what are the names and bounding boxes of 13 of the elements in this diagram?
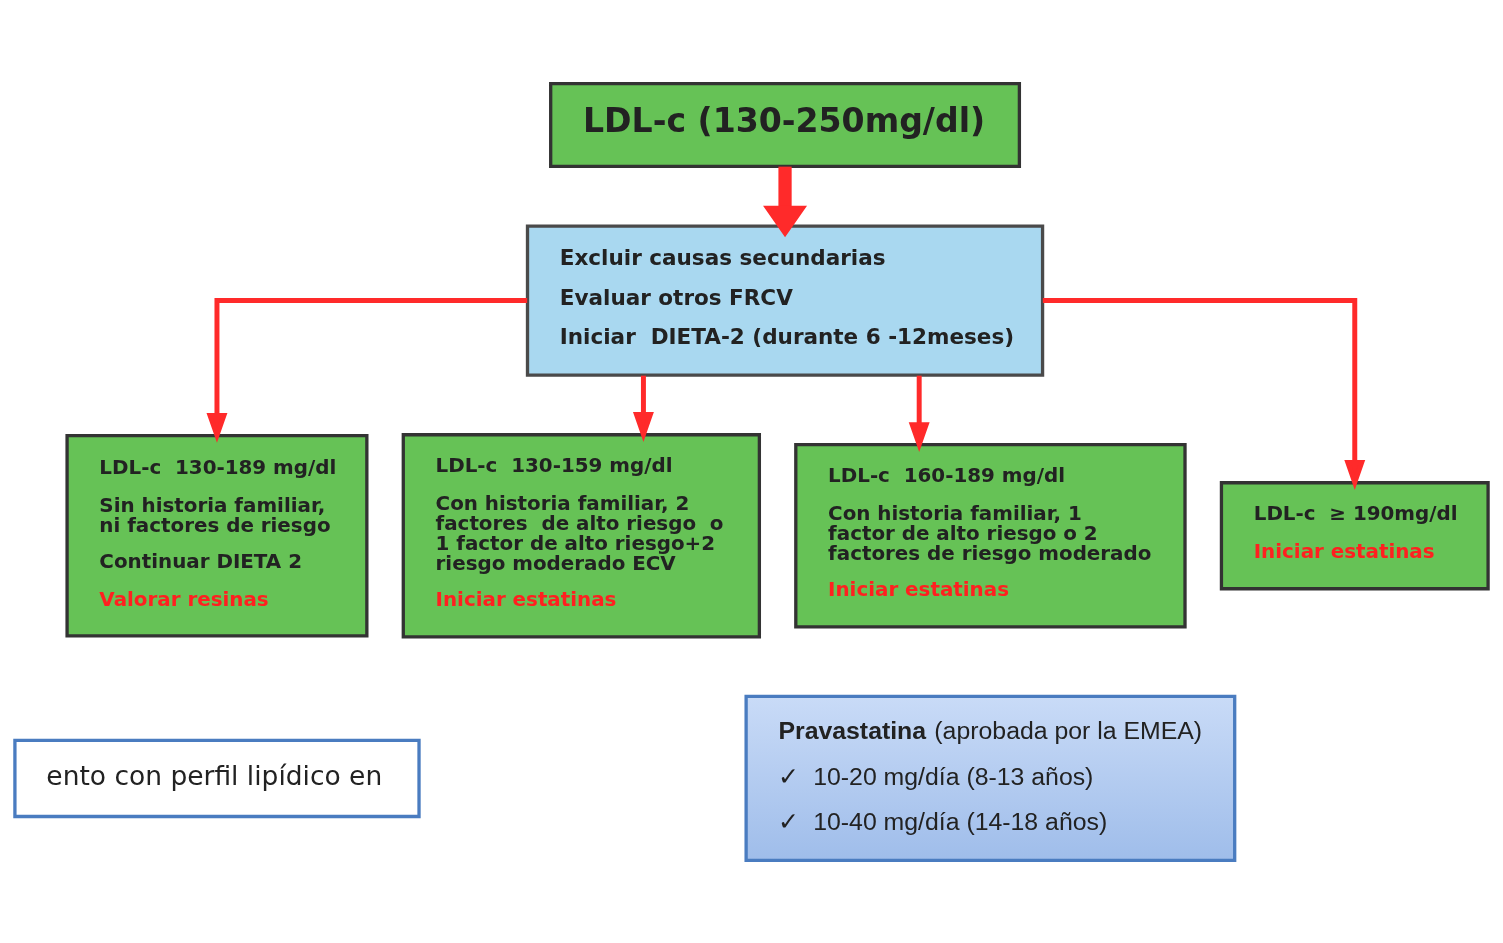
arrow	[632, 375, 654, 442]
arrow	[1042, 297, 1366, 490]
arrow	[206, 297, 528, 443]
arrow	[908, 375, 930, 452]
arrow	[763, 166, 808, 237]
node-box: LDL-c 130-189 mg/dl Sin historia familiar, ni factores de riesgo Continuar DIETA 2 Valorar resinas	[65, 433, 369, 638]
node-box: LDL-c (130-250mg/dl)	[549, 81, 1022, 168]
node-box: Excluir causas secundarias Evaluar otros FRCV Iniciar DIETA-2 (durante 6 -12meses)	[525, 223, 1045, 377]
node-box: LDL-c ≥ 190mg/dl Iniciar estatinas	[1219, 480, 1490, 590]
node-box: Pravastatina (aprobada por la EMEA) ✓ 10-20 mg/día (8-13 años) ✓ 10-40 mg/día (14-18 años)	[744, 694, 1237, 862]
node-box: LDL-c 160-189 mg/dl Con historia familiar, 1 factor de alto riesgo o 2 factores de riesgo moderado Iniciar estatinas	[794, 442, 1187, 628]
node-box: ento con perfil lipídico en	[13, 738, 421, 818]
node-box: LDL-c 130-159 mg/dl Con historia familiar, 2 factores de alto riesgo o 1 factor de alto riesgo+2 riesgo moderado ECV Iniciar estatinas	[401, 432, 762, 638]
